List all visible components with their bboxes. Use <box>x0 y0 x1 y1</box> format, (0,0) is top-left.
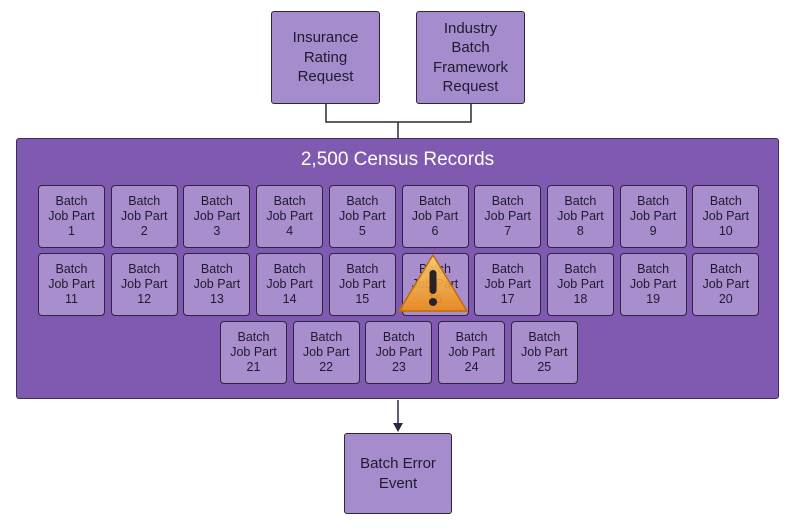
batch-job-part-25: Batch Job Part 25 <box>510 321 578 384</box>
batch-job-part-9: Batch Job Part 9 <box>619 185 687 248</box>
batch-job-part-3: Batch Job Part 3 <box>183 185 251 248</box>
batch-job-part-10: Batch Job Part 10 <box>692 185 760 248</box>
batch-job-part-14: Batch Job Part 14 <box>256 253 324 316</box>
batch-job-part-22: Batch Job Part 22 <box>292 321 360 384</box>
batch-job-part-17: Batch Job Part 17 <box>474 253 542 316</box>
batch-job-part-18: Batch Job Part 18 <box>546 253 614 316</box>
batch-job-part-20: Batch Job Part 20 <box>692 253 760 316</box>
batch-job-part-2: Batch Job Part 2 <box>110 185 178 248</box>
batch-job-part-7: Batch Job Part 7 <box>474 185 542 248</box>
batch-job-part-15: Batch Job Part 15 <box>328 253 396 316</box>
batch-job-part-1: Batch Job Part 1 <box>38 185 105 248</box>
insurance-rating-request-node: Insurance Rating Request <box>271 11 380 104</box>
warning-triangle-icon <box>398 254 468 312</box>
batch-job-part-23: Batch Job Part 23 <box>365 321 433 384</box>
batch-job-part-11: Batch Job Part 11 <box>38 253 105 316</box>
batch-job-part-4: Batch Job Part 4 <box>256 185 324 248</box>
batch-job-part-6: Batch Job Part 6 <box>401 185 469 248</box>
batch-job-part-8: Batch Job Part 8 <box>546 185 614 248</box>
batch-job-part-13: Batch Job Part 13 <box>183 253 251 316</box>
batch-job-part-12: Batch Job Part 12 <box>110 253 178 316</box>
industry-batch-framework-request-node: Industry Batch Framework Request <box>416 11 525 104</box>
batch-job-part-19: Batch Job Part 19 <box>619 253 687 316</box>
batch-error-event-node: Batch Error Event <box>344 433 452 514</box>
batch-job-part-21: Batch Job Part 21 <box>220 321 287 384</box>
batch-job-part-24: Batch Job Part 24 <box>438 321 506 384</box>
batch-job-part-5: Batch Job Part 5 <box>328 185 396 248</box>
container-title: 2,500 Census Records <box>300 149 495 170</box>
